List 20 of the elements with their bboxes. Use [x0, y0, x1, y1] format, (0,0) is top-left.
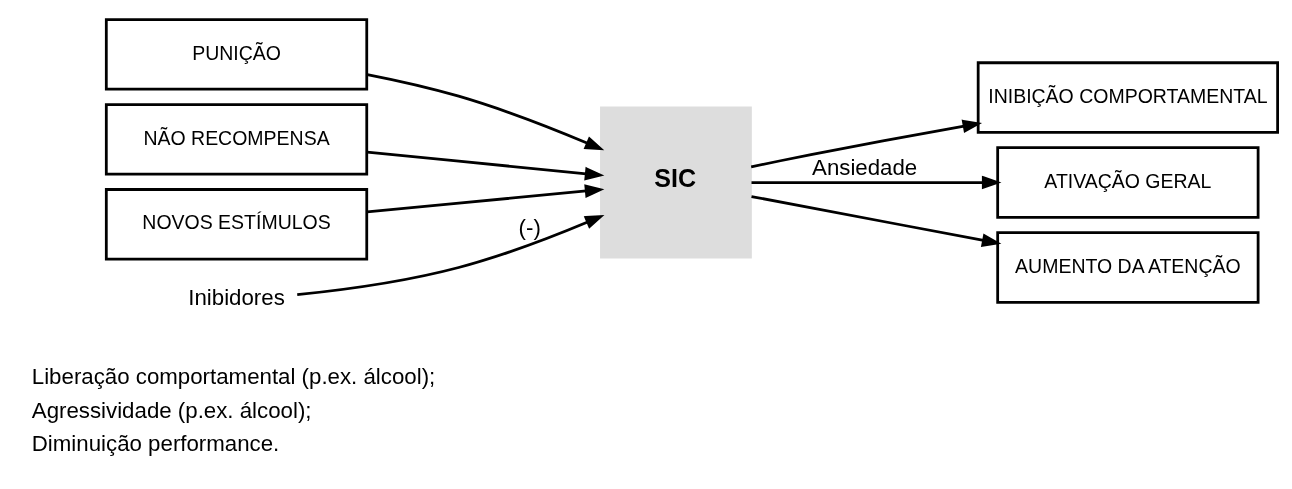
- label: Liberação comportamental (p.ex. álcool);: [31, 364, 436, 390]
- arrow: [367, 73, 605, 151]
- node-box: ATIVAÇÃO GERAL: [996, 146, 1260, 219]
- arrow: [750, 119, 983, 169]
- edge-label: (-): [518, 215, 541, 241]
- node-box: INIBIÇÃO COMPORTAMENTAL: [976, 61, 1279, 134]
- node-box: PUNIÇÃO: [104, 18, 369, 91]
- node-box: AUMENTO DA ATENÇÃO: [996, 231, 1260, 304]
- node-text: Inibidores: [188, 284, 285, 310]
- node-box: NOVOS ESTÍMULOS: [104, 188, 369, 261]
- arrow: [751, 195, 1002, 247]
- arrow: [751, 175, 1002, 190]
- edge-label: Ansiedade: [812, 155, 918, 181]
- node-box: SIC: [600, 106, 752, 259]
- arrow: [367, 150, 605, 181]
- arrow: [297, 214, 605, 297]
- label: Agressividade (p.ex. álcool);: [31, 397, 312, 423]
- arrow: [367, 184, 605, 214]
- label: Diminuição performance.: [31, 431, 280, 457]
- node-box: NÃO RECOMPENSA: [104, 103, 369, 176]
